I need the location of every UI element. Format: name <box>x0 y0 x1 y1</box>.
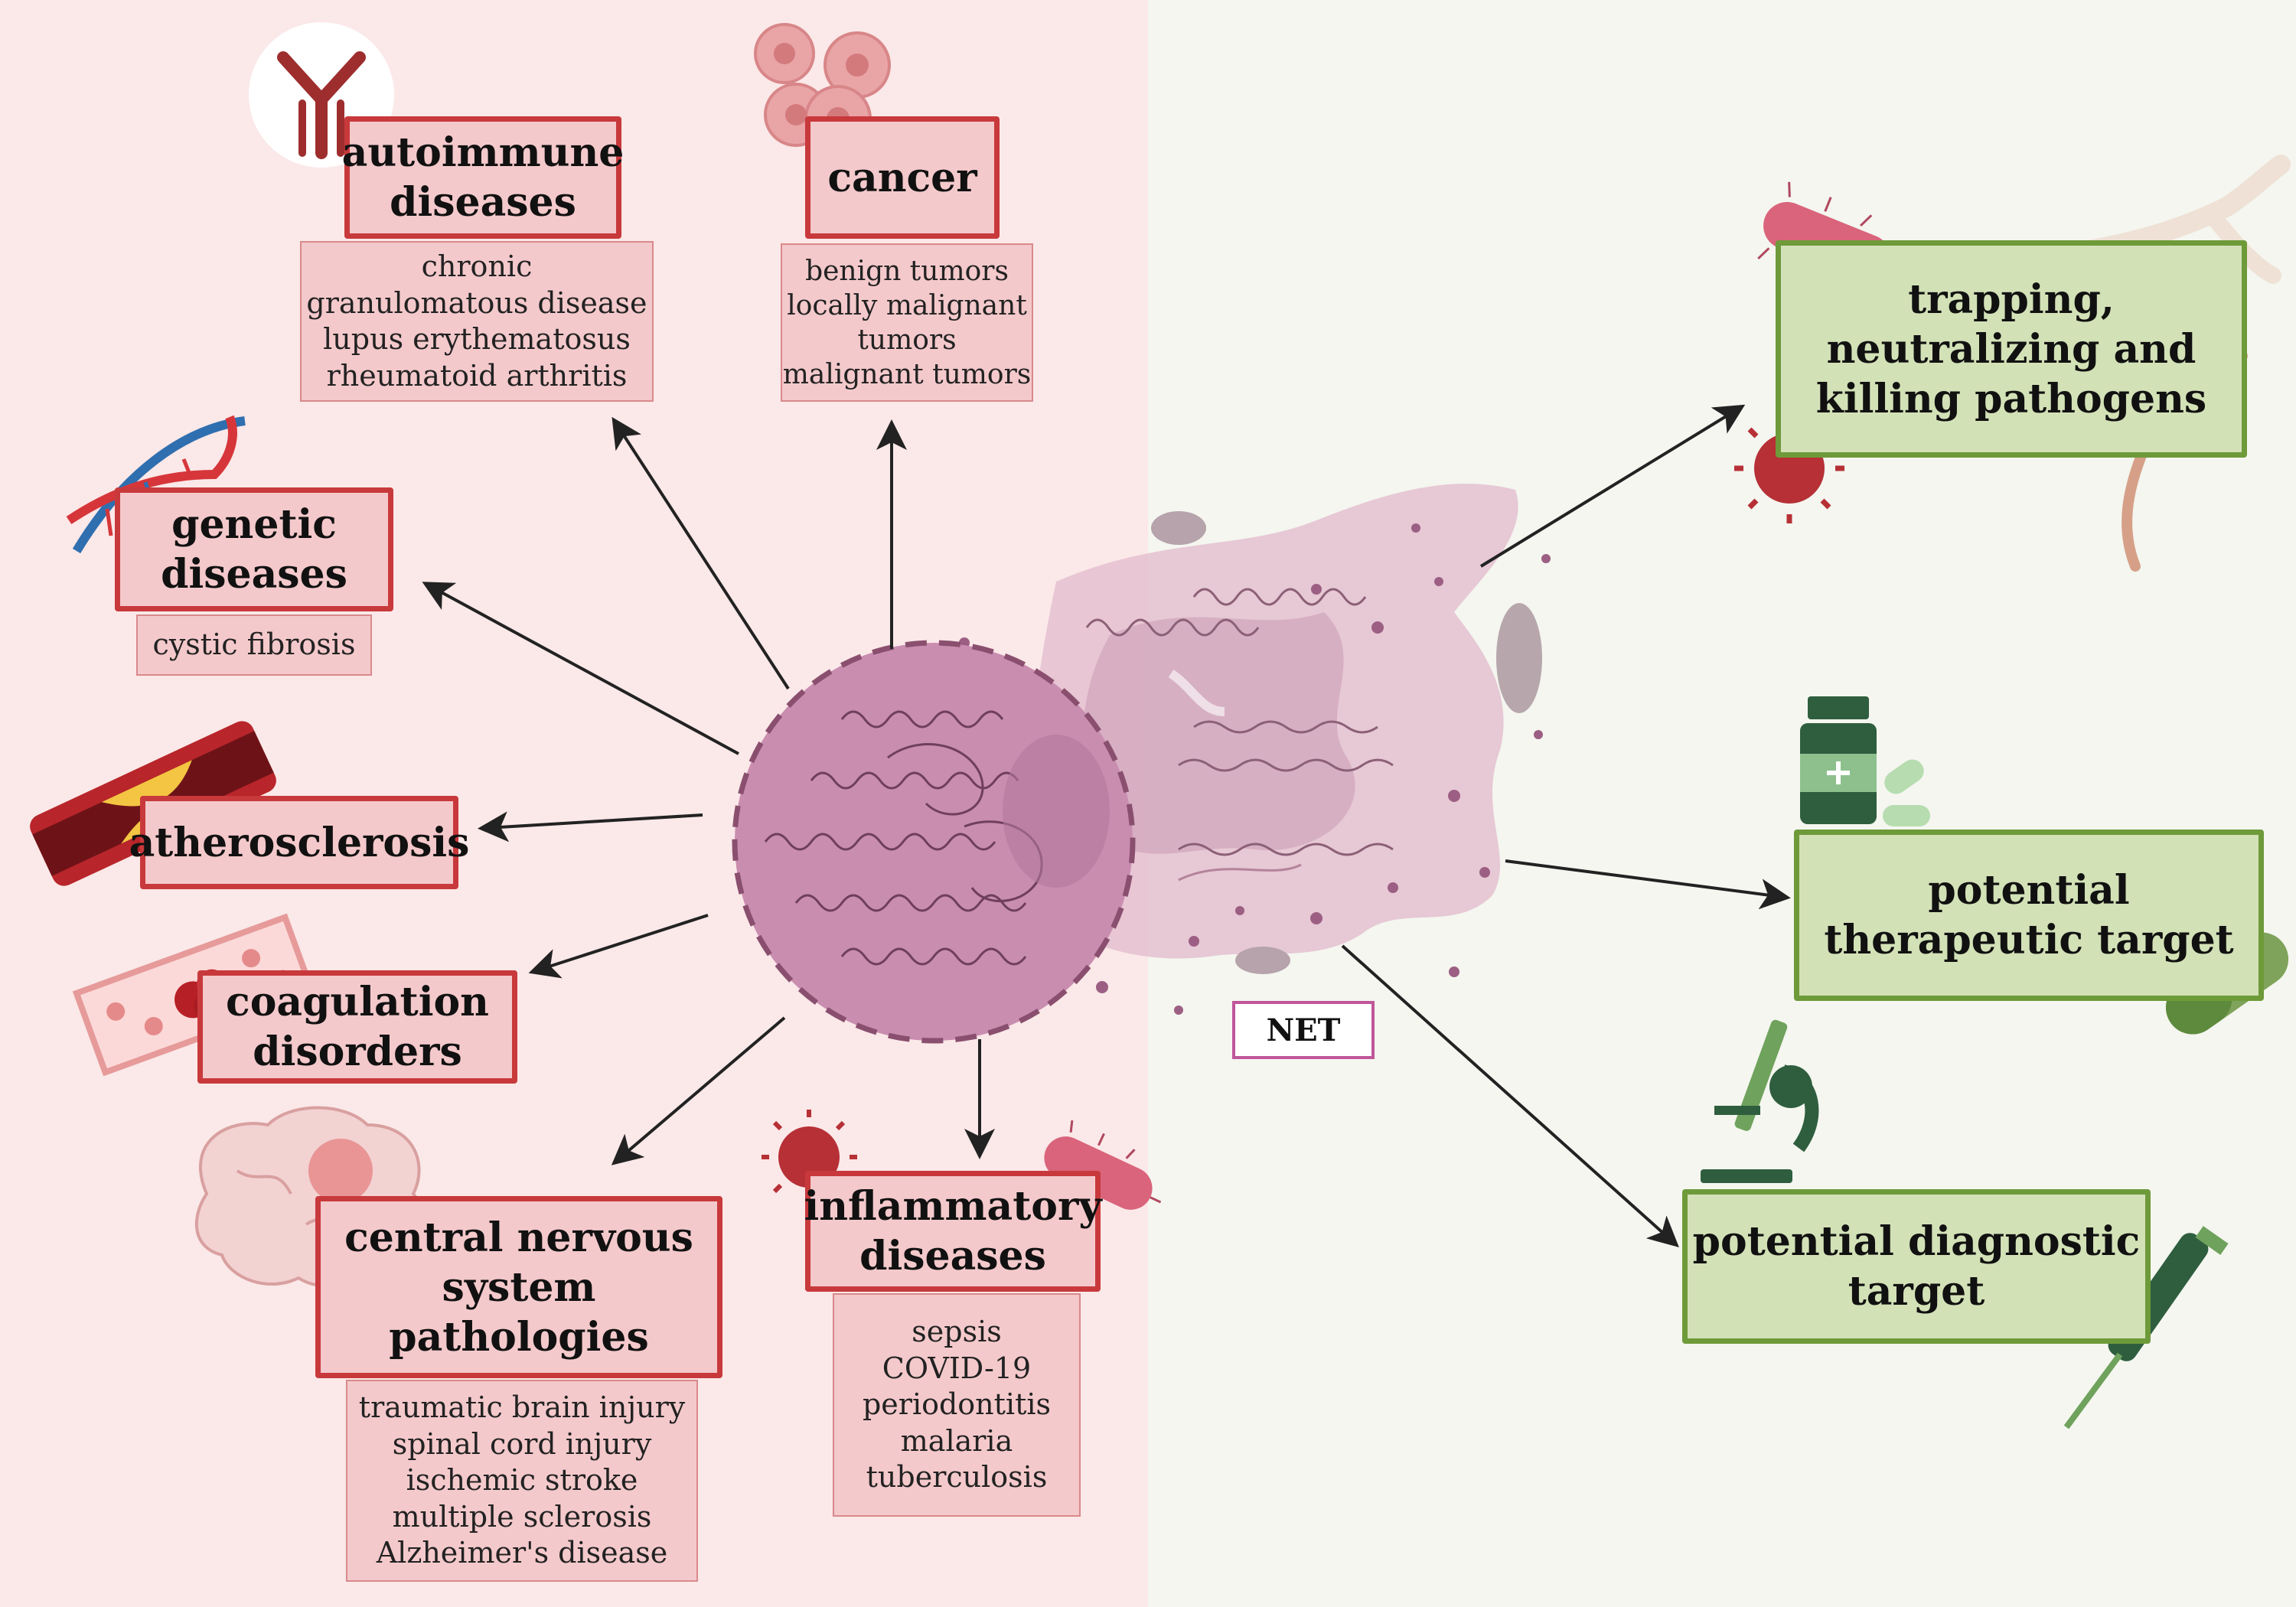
cns-list: traumatic brain injury spinal cord injur… <box>346 1380 698 1582</box>
list-item: periodontitis <box>862 1387 1052 1422</box>
list-item: COVID-19 <box>882 1351 1032 1385</box>
list-item: chronic <box>421 249 533 283</box>
inflammatory-title: inflammatory diseases <box>804 1171 1102 1292</box>
neutrophil-cell <box>732 640 1136 1044</box>
diagnostic-title: potential diagnostic target <box>1682 1189 2151 1344</box>
cancer-title: cancer <box>805 116 1000 239</box>
microscope-icon <box>1701 1019 1819 1183</box>
list-item: malaria <box>900 1423 1013 1458</box>
genetic-title: genetic diseases <box>115 487 393 611</box>
list-item: granulomatous disease <box>306 285 647 320</box>
atherosclerosis-title: atherosclerosis <box>129 796 469 889</box>
net-label: NET <box>1232 1001 1375 1059</box>
list-item: Alzheimer's disease <box>376 1536 668 1570</box>
autoimmune-list: chronic granulomatous disease lupus eryt… <box>300 241 654 402</box>
net-cloud <box>959 484 1551 1015</box>
list-item: malignant tumors <box>782 358 1032 390</box>
medicine-bottle-icon <box>1800 696 1877 824</box>
genetic-list: cystic fibrosis <box>136 614 372 676</box>
pills-icon <box>1883 759 1930 826</box>
cancer-list: benign tumors locally malignant tumors m… <box>781 243 1033 402</box>
therapeutic-title: potential therapeutic target <box>1794 830 2264 1001</box>
list-item: locally malignant <box>787 289 1027 321</box>
inflammatory-list: sepsis COVID-19 periodontitis malaria tu… <box>833 1293 1081 1517</box>
list-item: tuberculosis <box>866 1460 1048 1495</box>
list-item: spinal cord injury <box>392 1426 652 1461</box>
autoimmune-title: autoimmune diseases <box>342 116 624 239</box>
list-item: cystic fibrosis <box>152 627 356 662</box>
list-item: benign tumors <box>805 255 1009 287</box>
arrows <box>422 404 1791 1248</box>
list-item: ischemic stroke <box>406 1463 638 1498</box>
list-item: rheumatoid arthritis <box>326 358 628 393</box>
list-item: lupus erythematosus <box>323 322 631 356</box>
list-item: sepsis <box>912 1315 1002 1349</box>
cns-title: central nervous system pathologies <box>315 1196 722 1378</box>
coagulation-title: coagulation disorders <box>197 970 517 1084</box>
dna-icon <box>66 415 246 554</box>
list-item: traumatic brain injury <box>358 1390 686 1425</box>
list-item: tumors <box>857 324 957 356</box>
trapping-title: trapping, neutralizing and killing patho… <box>1776 240 2247 458</box>
list-item: multiple sclerosis <box>392 1499 652 1534</box>
